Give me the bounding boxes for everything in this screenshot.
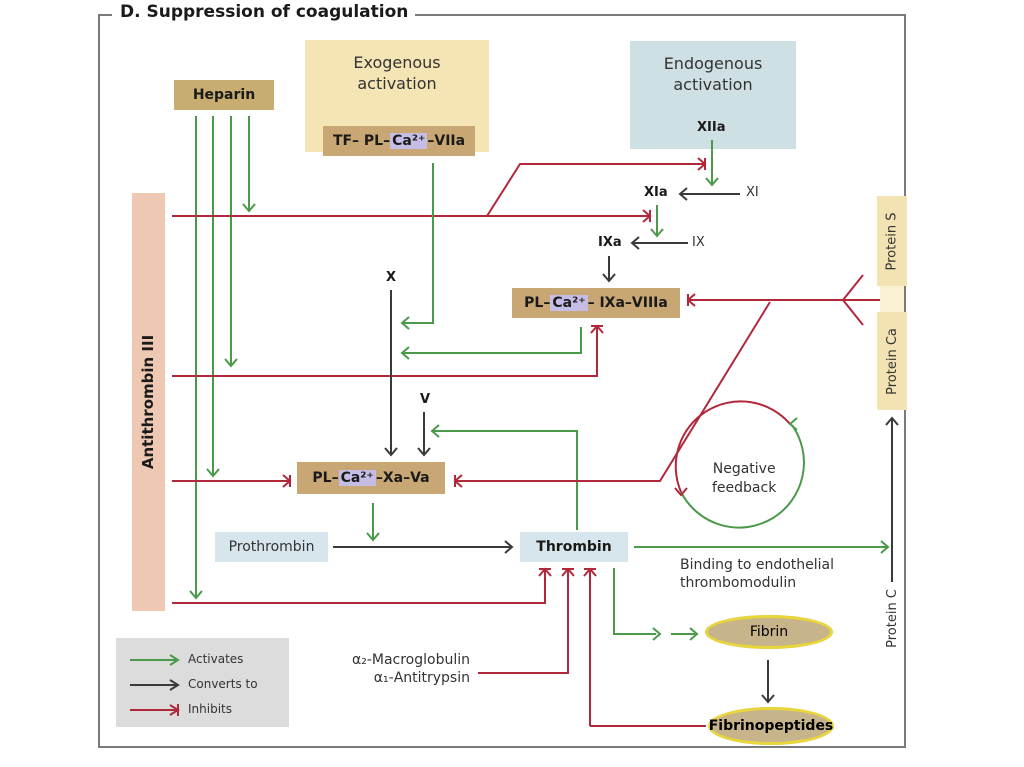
tenase-complex: PL–Ca²⁺– IXa–VIIIa — [512, 288, 680, 318]
prothrombin-to-thrombin-arrow-icon — [504, 540, 514, 554]
exogenous-title-line1: Exogenous — [353, 53, 441, 72]
diagram-title: D. Suppression of coagulation — [120, 2, 409, 22]
factor-xi: XI — [746, 185, 759, 200]
antitrypsin-label: α₁-Antitrypsin — [373, 670, 470, 686]
negative-feedback-red-arc — [674, 400, 791, 493]
fibrin-label: Fibrin — [749, 624, 789, 640]
prothrombinase-part2: –Xa–Va — [375, 470, 430, 486]
xi-to-xia-arrow-icon — [678, 187, 688, 201]
factor-ixa: IXa — [598, 235, 622, 250]
tenase-part1: PL– — [524, 295, 551, 311]
endogenous-title-line1: Endogenous — [663, 54, 763, 73]
frame-top-right — [415, 14, 906, 16]
legend-item-activates: Activates — [116, 650, 289, 670]
legend-item-inhibits: Inhibits — [116, 700, 289, 720]
tenase-calcium: Ca²⁺ — [550, 295, 588, 311]
negative-feedback-red-arrow-icon — [674, 487, 688, 497]
ix-to-ixa-arrow-icon — [630, 236, 640, 250]
exogenous-complex-calcium: Ca²⁺ — [390, 133, 428, 149]
factor-xiia: XIIa — [697, 120, 726, 135]
heparin-to-thrombin-arrow-icon — [189, 590, 203, 600]
negative-feedback-green-arrow-icon — [788, 417, 798, 431]
endogenous-activation-panel: Endogenous activation — [630, 41, 796, 149]
exogenous-complex-part1: TF– PL– — [332, 133, 391, 149]
negative-feedback-line2: feedback — [712, 480, 777, 496]
negative-feedback-line1: Negative — [712, 461, 776, 477]
exogenous-complex-part2: –VIIa — [427, 133, 466, 149]
xiia-to-xia-arrow-icon — [705, 177, 719, 187]
prothrombin-label: Prothrombin — [228, 539, 315, 555]
factor-x: X — [386, 270, 397, 285]
thrombin-to-fibrin-line-1 — [613, 568, 656, 635]
antithrombin-to-thrombin-line — [172, 569, 546, 604]
legend-inhibits-label: Inhibits — [188, 702, 232, 716]
factor-ix: IX — [692, 235, 705, 250]
legend-activates-arrow-icon — [130, 654, 180, 666]
heparin-node: Heparin — [174, 80, 274, 110]
x-to-xa-arrow-icon — [384, 447, 398, 457]
macroglobulin-to-thrombin-line — [478, 569, 569, 674]
v-to-va-arrow-icon — [417, 447, 431, 457]
legend-item-converts: Converts to — [116, 675, 289, 695]
thrombomodulin-label: Binding to endothelial thrombomodulin — [680, 556, 834, 592]
negative-feedback-label: Negative feedback — [712, 460, 776, 498]
prothrombinase-to-conversion-arrow-icon — [366, 532, 380, 542]
antithrombin-node: Antithrombin III — [132, 193, 165, 611]
fibrin-to-fibrinopeptides-arrow-icon — [761, 694, 775, 704]
endogenous-title-line2: activation — [673, 75, 753, 94]
tenase-part2: – IXa–VIIIa — [587, 295, 668, 311]
legend: Activates Converts to Inhibits — [116, 638, 289, 727]
legend-inhibits-arrow-icon — [130, 704, 180, 716]
factor-v: V — [420, 392, 431, 407]
factor-xia: XIa — [644, 185, 668, 200]
legend-converts-label: Converts to — [188, 677, 258, 691]
protein-c-to-protein-ca-arrow-icon — [885, 416, 899, 426]
thrombin-label: Thrombin — [536, 539, 612, 555]
exogenous-title-line2: activation — [357, 74, 437, 93]
tenase-to-x-arrow-icon — [400, 346, 410, 360]
heparin-to-xa-arrow-icon — [206, 468, 220, 478]
fibrin-node: Fibrin — [705, 615, 833, 649]
thrombomodulin-line2: thrombomodulin — [680, 575, 797, 591]
tenase-to-x-line — [402, 327, 582, 354]
thrombin-to-v-arrow-icon — [430, 424, 440, 438]
antithrombin-to-xiia-line — [486, 163, 705, 217]
thrombin-to-fibrin-arrow-icon-1 — [652, 627, 662, 641]
heparin-label: Heparin — [192, 87, 256, 103]
protein-ca-to-prothrombinase-line — [455, 301, 771, 482]
protein-ca-fork-line — [840, 274, 880, 326]
antithrombin-to-tenase-line — [172, 326, 598, 377]
macroglobulin-label: α₂-Macroglobulin — [351, 652, 470, 668]
protein-s-node: Protein S — [877, 196, 907, 286]
fibrinopeptides-label: Fibrinopeptides — [708, 718, 834, 734]
negative-feedback-green-arc — [680, 424, 805, 529]
legend-converts-arrow-icon — [130, 679, 180, 691]
thrombin-to-v-line — [432, 430, 578, 530]
prothrombinase-calcium: Ca²⁺ — [338, 470, 376, 486]
exogenous-to-x-arrow-icon — [400, 316, 410, 330]
thrombin-to-fibrin-arrow-icon-2 — [689, 627, 699, 641]
protein-ca-node: Protein Ca — [877, 312, 907, 410]
prothrombinase-part1: PL– — [312, 470, 339, 486]
thrombin-to-protein-c-arrow-icon — [880, 540, 890, 554]
exogenous-to-x-line — [402, 163, 434, 324]
fibrinopeptides-node: Fibrinopeptides — [708, 707, 834, 745]
exogenous-complex: TF– PL–Ca²⁺–VIIa — [323, 126, 475, 156]
protein-connector — [880, 286, 904, 312]
heparin-to-ixa-arrow-icon — [224, 358, 238, 368]
thrombin-node: Thrombin — [520, 532, 628, 562]
prothrombin-node: Prothrombin — [215, 532, 328, 562]
legend-activates-label: Activates — [188, 652, 244, 666]
heparin-to-xia-arrow-icon — [242, 203, 256, 213]
ixa-to-tenase-arrow-icon — [602, 273, 616, 283]
frame-top-left — [98, 14, 112, 16]
prothrombinase-complex: PL–Ca²⁺–Xa–Va — [297, 462, 445, 494]
thrombomodulin-line1: Binding to endothelial — [680, 557, 835, 573]
xia-to-ixa-arrow-icon — [650, 228, 664, 238]
